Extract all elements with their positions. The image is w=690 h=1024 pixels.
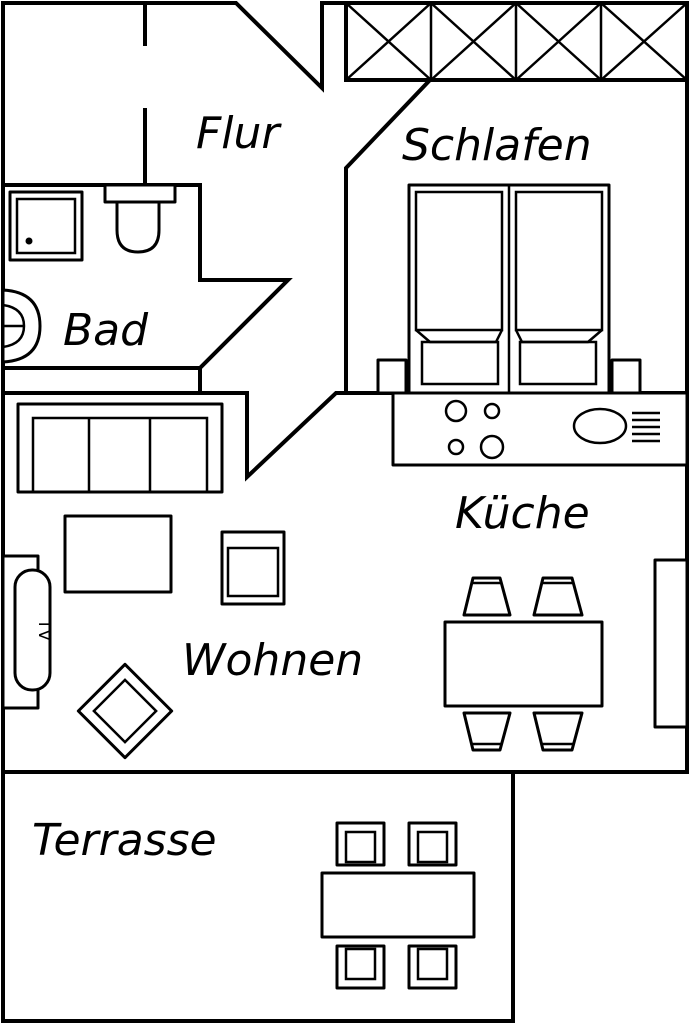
living-furniture: TV	[1, 402, 286, 760]
room-label-kueche: Küche	[455, 488, 590, 539]
bedroom-furniture	[376, 183, 642, 395]
burner-icon	[447, 438, 465, 456]
drain-grid-icon	[632, 411, 660, 443]
kitchen-sink-icon	[572, 407, 628, 445]
shower-inner	[15, 197, 77, 255]
dining-table	[443, 620, 604, 708]
kitchen-fixtures	[443, 399, 689, 752]
toilet-bowl-icon	[115, 200, 161, 254]
room-label-terrasse: Terrasse	[32, 815, 217, 866]
rotated-armchair	[76, 662, 174, 760]
terrace-chair	[335, 944, 386, 990]
terrace-furniture	[320, 821, 476, 990]
nightstand-left	[376, 358, 408, 395]
shower-drain-icon	[25, 237, 33, 245]
chair	[462, 711, 512, 752]
toilet-tank	[103, 183, 177, 204]
terrace-chair	[407, 944, 458, 990]
burner-icon	[483, 402, 501, 420]
bed-pillow-left	[420, 340, 500, 386]
room-label-wohnen: Wohnen	[182, 635, 363, 686]
bed-pillow-right	[518, 340, 598, 386]
burner-icon	[479, 434, 505, 460]
kitchen-counter	[391, 391, 689, 467]
chair	[532, 576, 584, 617]
terrace-chair	[407, 821, 458, 867]
coffee-table	[63, 514, 173, 594]
tv-label: TV	[34, 618, 54, 641]
room-label-flur: Flur	[196, 108, 282, 159]
side-cabinet	[653, 558, 689, 729]
burner-icon	[444, 399, 468, 423]
room-labels: Flur Schlafen Bad Küche Wohnen Terrasse	[32, 108, 592, 866]
chair	[462, 576, 512, 617]
window-crosses	[345, 2, 688, 81]
shower-tray	[8, 190, 84, 262]
room-label-schlafen: Schlafen	[402, 120, 592, 171]
chair	[532, 711, 584, 752]
tv-screen	[13, 568, 52, 692]
bedroom-wall	[344, 77, 433, 395]
nightstand-right	[610, 358, 642, 395]
room-label-bad: Bad	[63, 305, 149, 356]
terrace-chair	[335, 821, 386, 867]
bath-fixtures	[1, 183, 177, 364]
terrace-table	[320, 871, 476, 939]
armchair	[220, 530, 286, 606]
